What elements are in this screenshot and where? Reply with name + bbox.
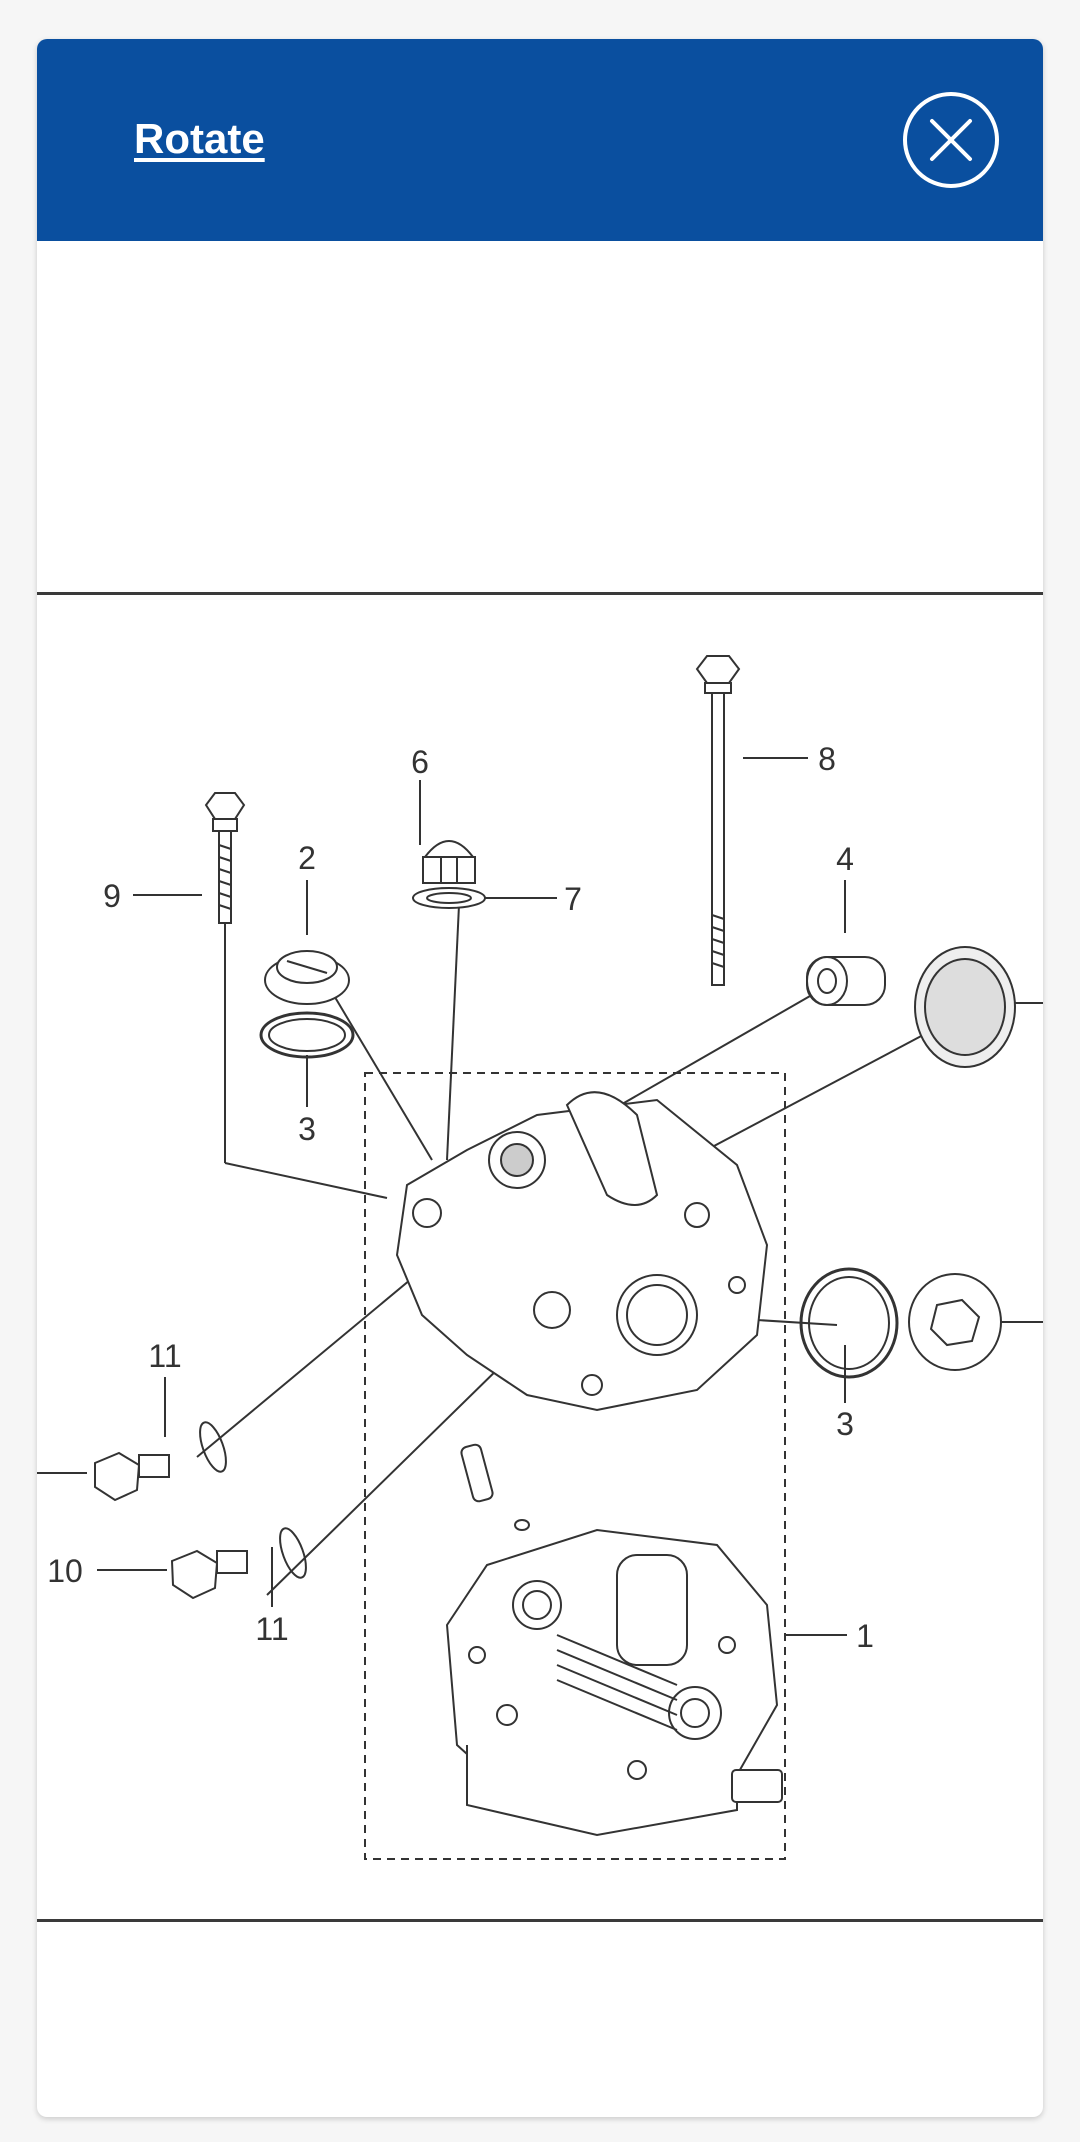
callout-3-right: 3 (836, 1406, 854, 1442)
image-viewer-modal: Rotate (37, 39, 1043, 2117)
close-circle-icon (903, 92, 999, 188)
callout-4: 4 (836, 841, 854, 877)
modal-header: Rotate (37, 39, 1043, 241)
callout-6: 6 (411, 744, 429, 780)
close-button[interactable] (901, 90, 1001, 190)
parts-diagram[interactable]: 6 7 8 9 2 3 4 3 11 11 10 1 (37, 592, 1043, 1922)
callout-9: 9 (103, 878, 121, 914)
callout-10: 10 (47, 1553, 83, 1589)
callout-labels: 6 7 8 9 2 3 4 3 11 11 10 1 (47, 741, 874, 1654)
callout-1: 1 (856, 1618, 874, 1654)
callout-3-left: 3 (298, 1111, 316, 1147)
exploded-parts-drawing: 6 7 8 9 2 3 4 3 11 11 10 1 (37, 655, 1043, 1860)
callout-11-bottom: 11 (255, 1611, 288, 1647)
callout-7: 7 (564, 881, 582, 917)
callout-11-top: 11 (148, 1338, 181, 1374)
callout-2: 2 (298, 840, 316, 876)
callout-8: 8 (818, 741, 836, 777)
rotate-link[interactable]: Rotate (134, 115, 265, 162)
